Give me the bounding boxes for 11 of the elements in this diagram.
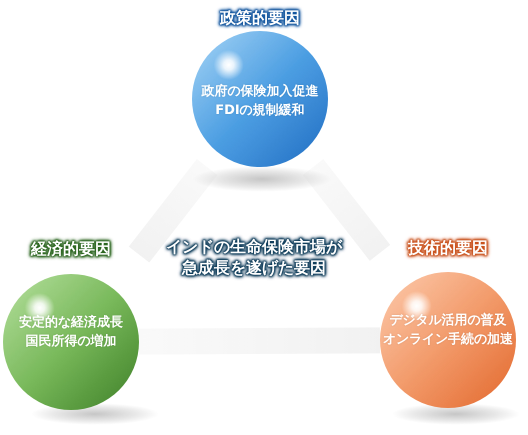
factor-heading: 政策的要因	[220, 8, 300, 28]
factor-text: 政府の保険加入促進	[202, 82, 318, 101]
connector-band	[138, 327, 380, 355]
center-title: インドの生命保険市場が急成長を遂げた要因	[162, 236, 346, 278]
factor-text: 国民所得の増加	[26, 332, 116, 351]
factor-heading: 技術的要因	[408, 238, 488, 258]
factor-text: 安定的な経済成長	[19, 314, 123, 332]
connector-band	[128, 159, 218, 263]
factor-text: FDIの規制緩和	[215, 102, 305, 120]
factor-text: オンライン手続の加速	[383, 330, 513, 349]
factor-text: デジタル活用の普及	[390, 312, 506, 330]
